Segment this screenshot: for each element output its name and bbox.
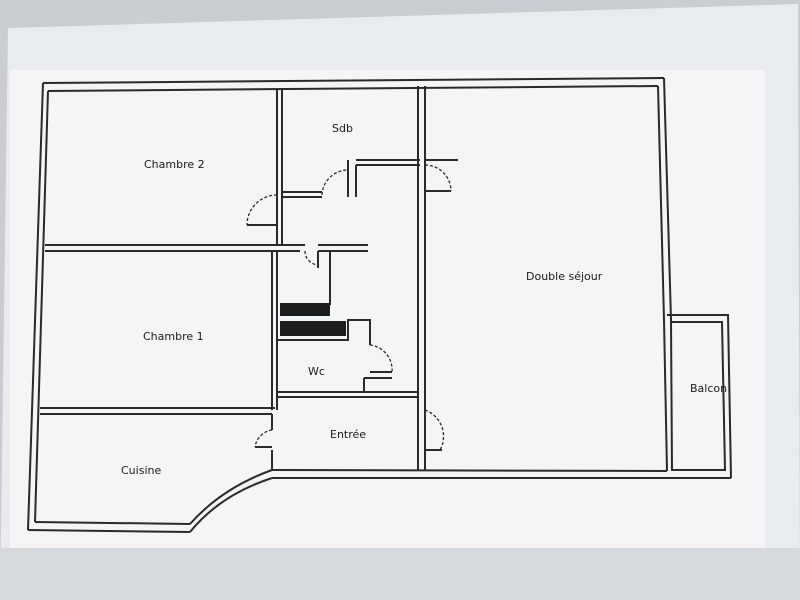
room-label-wc: Wc [308, 365, 325, 378]
interior-walls [40, 86, 458, 470]
balcony-walls [667, 314, 732, 479]
room-label-cuisine: Cuisine [121, 464, 161, 477]
outer-walls [27, 77, 731, 533]
plan-paper [10, 70, 765, 548]
room-label-chambre-1: Chambre 1 [143, 330, 204, 343]
room-label-double-sejour: Double séjour [526, 270, 603, 283]
room-label-balcon: Balcon [690, 382, 727, 395]
door-chambre2 [246, 194, 278, 226]
door-swings [246, 164, 452, 451]
door-leaves [247, 170, 451, 451]
room-label-entree: Entrée [330, 428, 366, 441]
door-sdb [321, 169, 349, 196]
kitchen-curved-wall [189, 477, 273, 533]
door-cuisine [254, 429, 273, 448]
closet-lower [280, 321, 346, 336]
kitchen-curved-wall-inner [189, 469, 273, 525]
room-label-sdb: Sdb [332, 122, 353, 135]
door-chambre1 [304, 250, 319, 266]
door-sejour-top [424, 164, 452, 192]
room-label-chambre-2: Chambre 2 [144, 158, 205, 171]
closet-upper [280, 303, 330, 316]
door-entree-right [424, 409, 445, 451]
paper-shadow [0, 548, 800, 600]
